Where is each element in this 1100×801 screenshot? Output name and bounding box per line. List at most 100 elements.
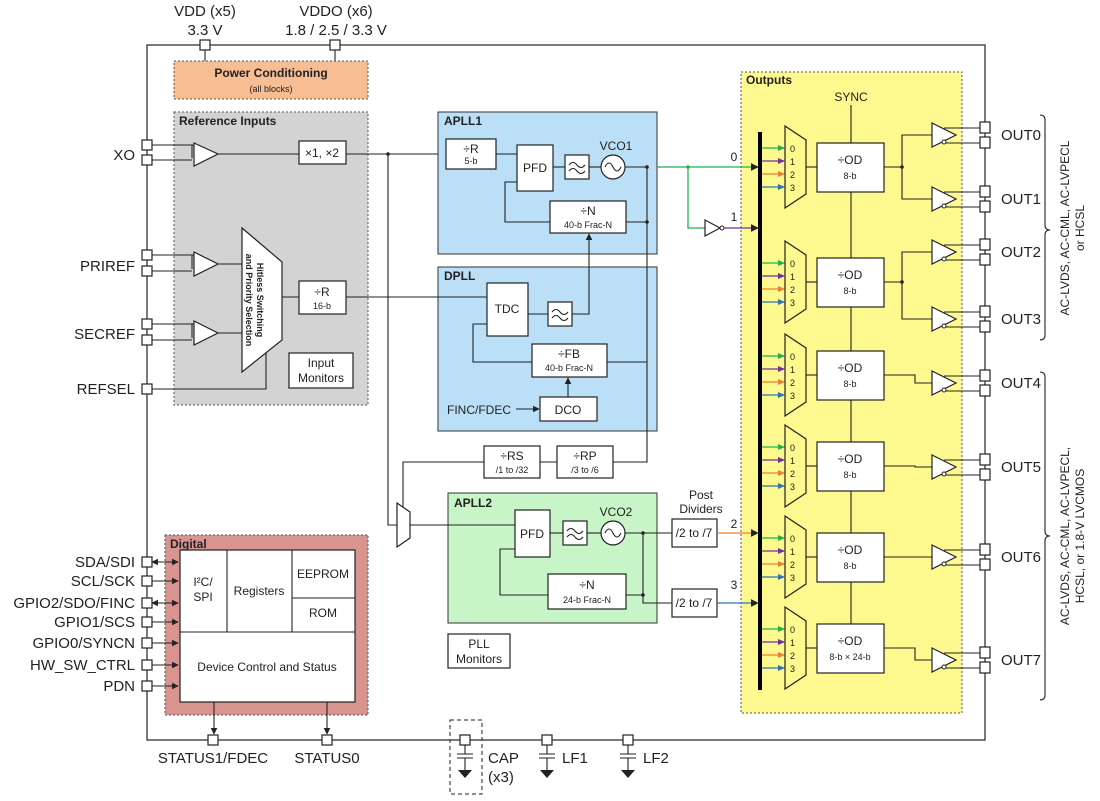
bus-label-1: 1: [731, 210, 738, 224]
output-mux-icon: [784, 332, 807, 418]
digital-pin-3[interactable]: [141, 616, 153, 628]
digital-pin-label: GPIO1/SCS: [54, 614, 135, 631]
priref-pin-p[interactable]: [141, 249, 153, 261]
priref-pin-n[interactable]: [141, 265, 153, 277]
output-pin-p[interactable]: [979, 543, 991, 556]
output-pin-p[interactable]: [979, 238, 991, 251]
multiplier-label: ×1, ×2: [305, 146, 339, 160]
output-pin-p[interactable]: [979, 305, 991, 318]
format-brace-2: [1039, 371, 1051, 701]
mux-label-1: Hitless Switching: [255, 263, 265, 338]
arrowhead-icon: [778, 286, 785, 292]
digital-pins: SDA/SDISCL/SCKGPIO2/SDO/FINCGPIO1/SCSGPI…: [13, 554, 179, 695]
vdd-supply: VDD (x5) 3.3 V: [174, 3, 236, 61]
output-pin-n[interactable]: [979, 468, 991, 481]
mux-input-label: 2: [790, 170, 795, 180]
output-pin-p[interactable]: [979, 185, 991, 198]
digital-pin-5[interactable]: [141, 659, 153, 671]
output-pin-n[interactable]: [979, 661, 991, 674]
output-pin-p[interactable]: [979, 646, 991, 659]
status0-pin[interactable]: [321, 734, 333, 746]
apll2-n-divider-box: [547, 573, 627, 610]
reference-pins: XO PRIREF SECREF REFSEL: [74, 139, 153, 398]
output-pin-n[interactable]: [979, 136, 991, 149]
mux-input-label: 2: [790, 378, 795, 388]
apll2-title: APLL2: [454, 496, 492, 510]
arrowhead-icon: [778, 353, 785, 359]
hitless-switch-mux-icon: [241, 226, 283, 374]
rp-divider: ÷RP /3 to /6: [556, 445, 614, 479]
cap-pin[interactable]: [457, 734, 473, 778]
output-pin-p[interactable]: [979, 453, 991, 466]
od-divider-bits: 8-b: [843, 470, 856, 480]
output-pin-n[interactable]: [979, 320, 991, 333]
od-divider-bits: 8-b: [843, 561, 856, 571]
output-pin-n[interactable]: [979, 384, 991, 397]
digital-pin-0[interactable]: [141, 556, 153, 568]
apll1-r-divider-box: [445, 138, 497, 170]
refsel-pin[interactable]: [141, 383, 153, 395]
arrowhead-icon: [778, 574, 785, 580]
fb-divider-bits: 40-b Frac-N: [545, 363, 593, 373]
spi-label: SPI: [193, 590, 212, 604]
output-label: OUT5: [1001, 459, 1041, 476]
xo-pin-p[interactable]: [141, 139, 153, 151]
dco-label: DCO: [555, 403, 582, 417]
ref-r-divider-name: ÷R: [314, 285, 330, 299]
input-monitors-label-1: Input: [308, 356, 335, 370]
lf1-label: LF1: [562, 750, 588, 767]
apll2-n-bits: 24-b Frac-N: [563, 595, 611, 605]
secref-pin-n[interactable]: [141, 334, 153, 346]
lf2-pin[interactable]: [620, 734, 636, 778]
mux-input-label: 0: [790, 352, 795, 362]
status0-label: STATUS0: [294, 750, 359, 767]
digital-pin-1[interactable]: [141, 575, 153, 587]
output-mux-icon: [784, 514, 807, 600]
od-divider-box: [816, 142, 885, 193]
digital-pin-2[interactable]: [141, 597, 153, 609]
output-label: OUT6: [1001, 549, 1041, 566]
output-pin-p[interactable]: [979, 369, 991, 382]
vddo-voltage: 1.8 / 2.5 / 3.3 V: [285, 22, 387, 39]
apll2-input-mux-icon: [396, 501, 411, 549]
apll1-loop-filter-icon: [564, 154, 590, 180]
reference-inputs-block: Reference Inputs ×1, ×2 Hitless Switchin…: [147, 111, 369, 406]
od-divider-box: [816, 441, 885, 492]
priref-label: PRIREF: [80, 258, 135, 275]
input-monitors-box: [288, 352, 354, 389]
apll1-r-bits: 5-b: [464, 156, 477, 166]
mux-input-label: 1: [790, 272, 795, 282]
digital-pin-6[interactable]: [141, 680, 153, 692]
digital-pin-4[interactable]: [141, 637, 153, 649]
lf2-label: LF2: [643, 750, 669, 767]
digital-pin-label: SDA/SDI: [75, 554, 135, 571]
vco2-label: VCO2: [600, 505, 633, 519]
arrowhead-icon: [778, 652, 785, 658]
secref-pin-p[interactable]: [141, 318, 153, 330]
bottom-pins: STATUS1/FDEC STATUS0 CAP (x3) LF1 LF2: [158, 719, 669, 795]
apll1-n-divider-box: [549, 200, 627, 234]
digital-block: Digital I²C/ SPI Registers EEPROM ROM De…: [164, 534, 369, 735]
mux-input-label: 1: [790, 638, 795, 648]
output-pin-p[interactable]: [979, 121, 991, 134]
mux-input-label: 1: [790, 547, 795, 557]
output-pin-n[interactable]: [979, 558, 991, 571]
fb-divider-name: ÷FB: [558, 347, 580, 361]
rom-label: ROM: [309, 606, 337, 620]
digital-title: Digital: [170, 537, 207, 551]
mux-input-label: 3: [790, 664, 795, 674]
od-divider-bits: 8-b: [843, 171, 856, 181]
pll-monitors-label-1: PLL: [468, 637, 490, 651]
xo-pin-n[interactable]: [141, 154, 153, 166]
group2-formats-1: AC-LVDS, AC-CML, AC-LVPECL,: [1058, 447, 1072, 625]
output-pin-n[interactable]: [979, 253, 991, 266]
status1-pin[interactable]: [207, 734, 219, 746]
registers-label: Registers: [234, 584, 285, 598]
bus-label-3: 3: [731, 578, 738, 592]
group2-formats-2: HCSL, or 1.8-V LVCMOS: [1073, 469, 1087, 603]
output-pin-n[interactable]: [979, 200, 991, 213]
lf1-pin[interactable]: [539, 734, 555, 778]
outputs-title: Outputs: [746, 73, 792, 87]
arrowhead-icon: [778, 184, 785, 190]
fb-divider-box: [531, 343, 608, 378]
